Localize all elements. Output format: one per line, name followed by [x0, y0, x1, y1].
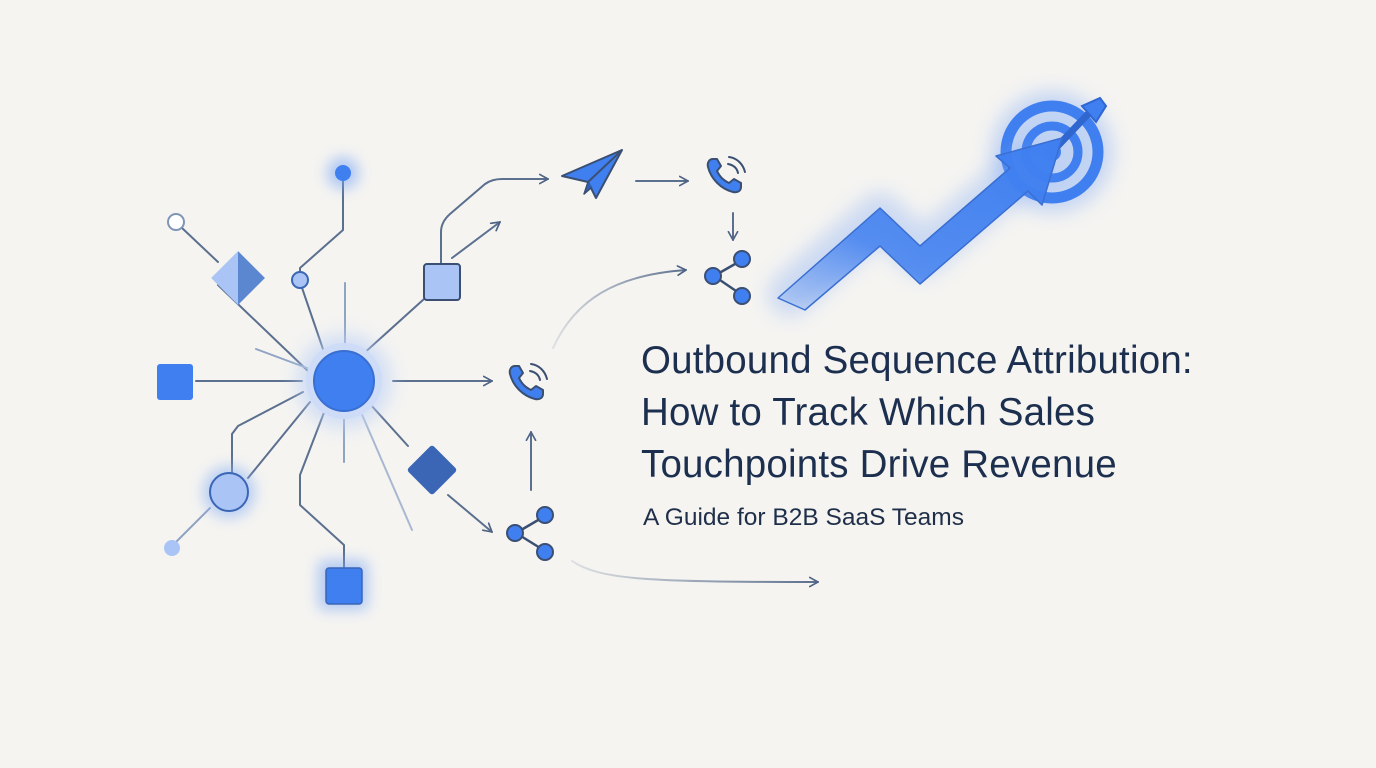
square-node-upper [423, 263, 461, 301]
title-line-2: How to Track Which Sales [641, 391, 1096, 434]
flow-path-to-plane [440, 173, 549, 265]
spoke [172, 507, 211, 546]
triangle-node [211, 251, 265, 305]
square-node-left [157, 364, 193, 400]
flow-path-curve-share [552, 265, 687, 349]
share-icon [506, 506, 554, 561]
flow-path-diagonal [451, 221, 501, 259]
title-block: Outbound Sequence Attribution: How to Tr… [641, 335, 1341, 533]
hub-node-icon [298, 335, 390, 427]
spoke [359, 409, 413, 531]
page-title: Outbound Sequence Attribution: How to Tr… [641, 335, 1341, 491]
phone-icon [508, 363, 548, 401]
paper-plane-icon [561, 149, 623, 199]
spoke [299, 409, 345, 569]
title-line-1: Outbound Sequence Attribution: [641, 339, 1193, 382]
share-icon [704, 250, 751, 305]
node-circle-bottom [209, 472, 249, 512]
square-node-bottom [325, 567, 363, 605]
growth-arrow-icon [768, 137, 1063, 316]
node-small-ring [291, 271, 309, 289]
title-line-3: Touchpoints Drive Revenue [641, 443, 1117, 486]
satellite-nodes [157, 157, 457, 610]
phone-icon [706, 156, 746, 194]
flow-paths [440, 173, 819, 588]
node-dot-top [335, 165, 351, 181]
spoke [255, 348, 308, 369]
spoke [447, 494, 493, 533]
node-dot-bottom [164, 540, 180, 556]
node-ring-left [167, 213, 185, 231]
spoke [181, 227, 219, 263]
subtitle: A Guide for B2B SaaS Teams [643, 504, 964, 531]
spoke [231, 391, 304, 473]
spoke [247, 401, 311, 479]
spoke [299, 175, 344, 353]
spoke [361, 289, 435, 356]
flow-path-bottom [571, 560, 819, 588]
diamond-node [407, 445, 457, 495]
